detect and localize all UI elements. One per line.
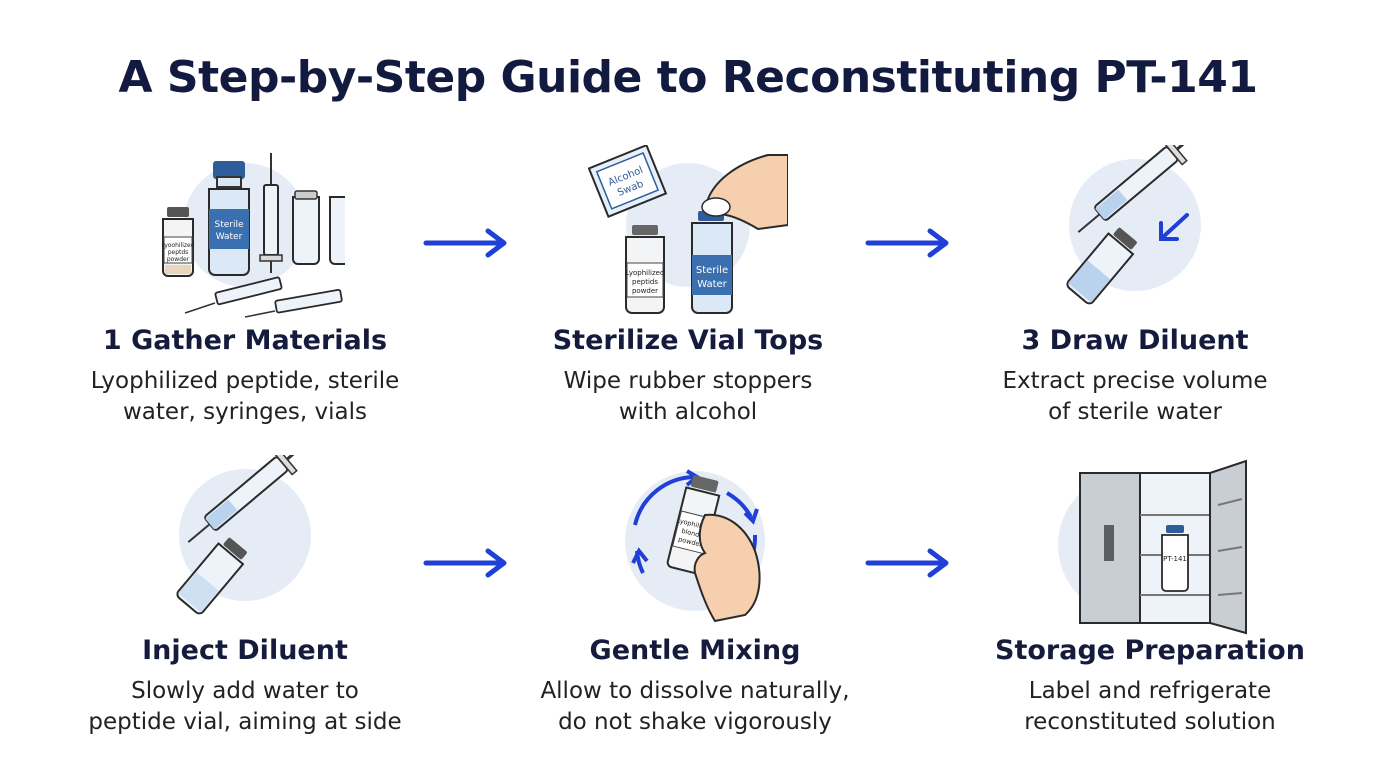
syringe-inject-icon [145,455,345,635]
step-gather-materials: Sterile Water Lyoohilized peptds powder [55,145,435,428]
svg-text:Sterile: Sterile [696,265,728,276]
svg-text:peptds: peptds [168,249,189,256]
arrow-right-icon [864,548,954,578]
step-inject-diluent: Inject Diluent Slowly add water to pepti… [55,455,435,738]
step-3-description: Extract precise volume of sterile water [1002,368,1268,425]
materials-icon: Sterile Water Lyoohilized peptds powder [145,145,345,325]
arrow-right-icon [422,548,512,578]
step-storage-preparation: PT-141 Storage Preparation Label and ref… [960,455,1340,738]
step-gentle-mixing: Lyophilized blondo powder Gentle Mixing … [505,455,885,738]
arrow-right-icon [864,228,954,258]
step-6-heading: Storage Preparation [995,635,1305,666]
alcohol-swab-icon: Alcohol Swab Lyophilized peptids powder … [588,145,788,325]
step-draw-diluent: 3 Draw Diluent Extract precise volume of… [945,145,1325,428]
refrigerator-icon: PT-141 [1050,455,1250,635]
step-1-description: Lyophilized peptide, sterile water, syri… [90,368,400,425]
syringe-draw-icon [1035,145,1235,325]
step-4-description: Slowly add water to peptide vial, aiming… [88,678,402,735]
step-2-description: Wipe rubber stoppers with alcohol [563,368,813,425]
hand-mixing-icon: Lyophilized blondo powder [595,455,795,635]
step-5-heading: Gentle Mixing [589,635,801,666]
svg-text:powder: powder [167,256,190,263]
fridge-vial-label: PT-141 [1163,555,1187,563]
page-title: A Step-by-Step Guide to Reconstituting P… [118,52,1258,103]
step-1-heading: 1 Gather Materials [102,325,388,356]
step-4-heading: Inject Diluent [142,635,348,666]
step-sterilize-vial-tops: Alcohol Swab Lyophilized peptids powder … [498,145,878,428]
step-2-heading: Sterilize Vial Tops [552,325,824,356]
svg-text:Lyoohilized: Lyoohilized [161,242,194,249]
step-5-description: Allow to dissolve naturally, do not shak… [540,678,850,735]
arrow-right-icon [422,228,512,258]
svg-text:Lyophilized: Lyophilized [626,269,665,277]
step-3-heading: 3 Draw Diluent [1021,325,1249,356]
step-6-description: Label and refrigerate reconstituted solu… [1024,678,1276,735]
large-vial-label-2: Water [216,232,243,242]
svg-text:Water: Water [697,279,727,290]
svg-text:powder: powder [632,287,658,295]
large-vial-label-1: Sterile [214,220,243,230]
svg-text:peptids: peptids [632,278,658,286]
